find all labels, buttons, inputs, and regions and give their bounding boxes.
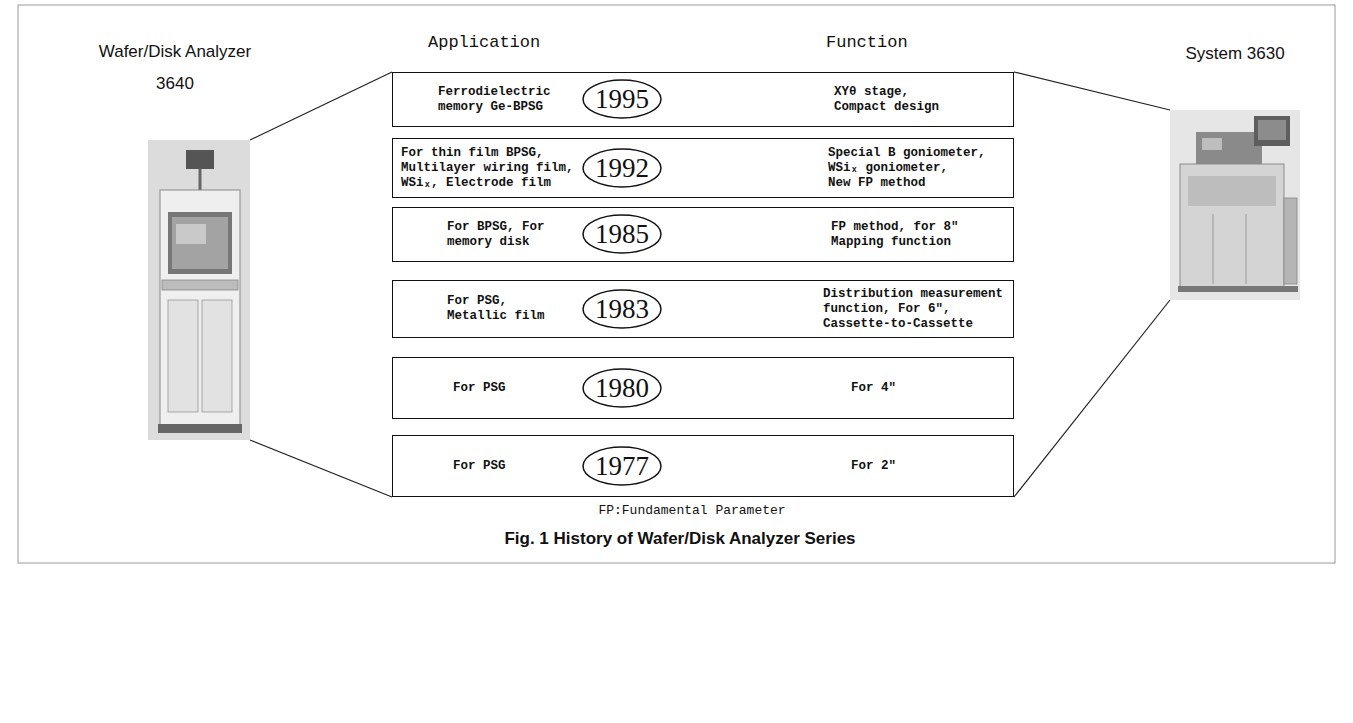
year-oval: 1977	[582, 446, 662, 486]
era-band: Ferrodielectric memory Ge-BPSG XYθ stage,…	[392, 72, 1014, 127]
year-oval: 1992	[582, 148, 662, 188]
year-text: 1992	[595, 153, 649, 183]
funnel-line	[1014, 72, 1170, 110]
column-heading: Application	[428, 33, 540, 52]
oval-shape	[583, 290, 661, 328]
era-band: For thin film BPSG, Multilayer wiring fi…	[392, 138, 1014, 198]
application-text: Ferrodielectric memory Ge-BPSG	[438, 85, 561, 115]
function-text: For 4″	[851, 381, 896, 396]
text-slot: XYθ stage, Compact design	[834, 73, 1017, 126]
product-photo: System 3630	[1170, 110, 1300, 300]
year-text: 1985	[595, 219, 649, 249]
oval-shape	[583, 215, 661, 253]
oval-shape	[583, 447, 661, 485]
era-band: For PSG For 4″ 1980	[392, 357, 1014, 419]
year-text: 1980	[595, 373, 649, 403]
column-heading: Function	[826, 33, 908, 52]
product-name: Wafer/Disk Analyzer 3640	[95, 36, 255, 100]
function-text: For 2″	[851, 459, 896, 474]
application-text: For thin film BPSG, Multilayer wiring fi…	[401, 146, 577, 191]
function-text: XYθ stage, Compact design	[834, 85, 1017, 115]
year-oval: 1983	[582, 289, 662, 329]
text-slot: Distribution measurement function, For 6…	[823, 281, 1006, 337]
text-slot: Ferrodielectric memory Ge-BPSG	[438, 73, 561, 126]
year-oval: 1980	[582, 368, 662, 408]
text-slot: For PSG, Metallic film	[447, 281, 548, 337]
year-oval: 1985	[582, 214, 662, 254]
analyzer-3640-photo	[148, 140, 250, 440]
year-oval: 1995	[582, 79, 662, 119]
oval-shape	[583, 80, 661, 118]
year-text: 1983	[595, 294, 649, 324]
system-3630-photo	[1170, 110, 1300, 300]
application-text: For PSG	[453, 381, 506, 396]
text-slot: For PSG	[453, 436, 531, 496]
application-text: For PSG	[453, 459, 506, 474]
figure-caption: Fig. 1 History of Wafer/Disk Analyzer Se…	[504, 529, 855, 549]
function-text: FP method, for 8″ Mapping function	[831, 220, 1014, 250]
product-photo: Wafer/Disk Analyzer 3640	[148, 140, 250, 440]
application-text: For BPSG, For memory disk	[447, 220, 570, 250]
era-band: For PSG For 2″ 1977	[392, 435, 1014, 497]
funnel-line	[250, 440, 392, 497]
text-slot: For thin film BPSG, Multilayer wiring fi…	[401, 139, 577, 197]
oval-shape	[583, 369, 661, 407]
footnote: FP:Fundamental Parameter	[598, 503, 785, 518]
text-slot: For PSG	[453, 358, 531, 418]
era-band: For BPSG, For memory disk FP method, for …	[392, 207, 1014, 262]
text-slot: For 2″	[851, 436, 929, 496]
text-slot: Special B goniometer, WSiₓ goniometer, N…	[828, 139, 1011, 197]
year-text: 1995	[595, 84, 649, 114]
funnel-line	[1014, 300, 1170, 497]
oval-shape	[583, 149, 661, 187]
application-text: For PSG, Metallic film	[447, 294, 548, 324]
year-text: 1977	[595, 451, 649, 481]
funnel-line	[250, 72, 392, 140]
function-text: Distribution measurement function, For 6…	[823, 287, 1006, 332]
figure-frame	[18, 5, 1335, 563]
text-slot: For BPSG, For memory disk	[447, 208, 570, 261]
product-name: System 3630	[1175, 38, 1295, 70]
text-slot: FP method, for 8″ Mapping function	[831, 208, 1014, 261]
text-slot: For 4″	[851, 358, 929, 418]
function-text: Special B goniometer, WSiₓ goniometer, N…	[828, 146, 1011, 191]
era-band: For PSG, Metallic film Distribution measu…	[392, 280, 1014, 338]
